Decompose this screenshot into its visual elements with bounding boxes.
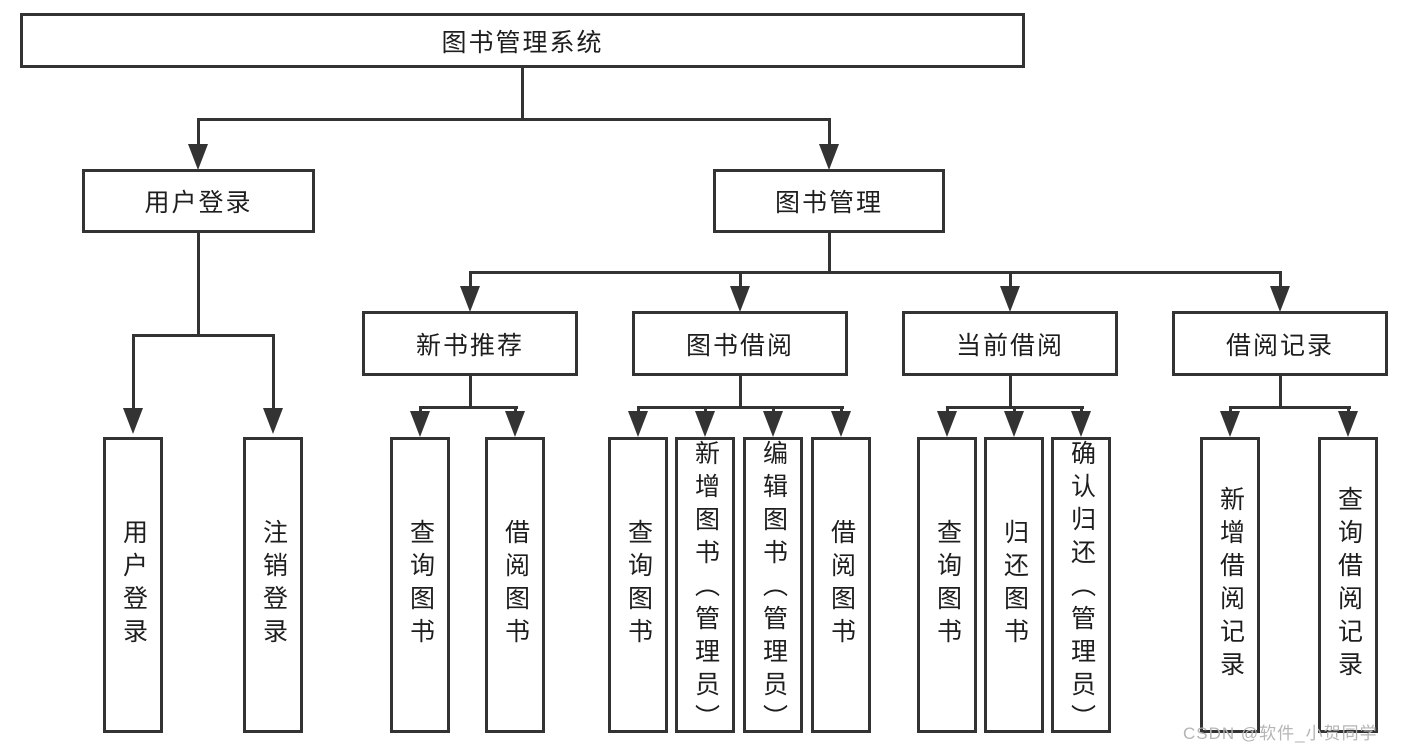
node-leaf-add-book-admin: 新增图书（管理员） [675, 437, 735, 737]
node-leaf-borrow-book-recommend: 借阅图书 [485, 437, 545, 733]
connector-line [1279, 271, 1282, 289]
arrowhead-down-icon [505, 411, 525, 437]
connector-line [197, 233, 200, 337]
node-user-login-label: 用户登录 [144, 189, 253, 217]
node-library-system: 图书管理系统 [20, 13, 1025, 68]
node-leaf-query-book-current: 查询图书 [917, 437, 977, 733]
node-new-book-recommend-label: 新书推荐 [415, 331, 524, 360]
node-leaf-return-book: 归还图书 [984, 437, 1044, 733]
connector-line [739, 376, 742, 409]
node-book-borrow-label: 图书借阅 [685, 331, 794, 360]
arrowhead-down-icon [763, 411, 783, 437]
arrowhead-down-icon [1071, 411, 1091, 437]
node-leaf-logout: 注销登录 [243, 437, 303, 733]
arrowhead-down-icon [1220, 411, 1240, 437]
node-leaf-borrow-book-recommend-label: 借阅图书 [501, 519, 530, 651]
csdn-watermark: CSDN @软件_小贺同学 [1183, 724, 1378, 743]
node-leaf-add-borrow-record-label: 新增借阅记录 [1216, 486, 1245, 684]
node-leaf-confirm-return-admin: 确认归还（管理员） [1051, 437, 1111, 737]
arrowhead-down-icon [819, 144, 839, 170]
arrowhead-down-icon [263, 408, 283, 434]
node-current-borrow: 当前借阅 [902, 311, 1118, 376]
node-leaf-query-book-borrow-label: 查询图书 [624, 519, 653, 651]
connector-line [469, 271, 1282, 274]
connector-line [197, 118, 200, 148]
arrowhead-down-icon [1338, 411, 1358, 437]
node-leaf-query-book-current-label: 查询图书 [933, 519, 962, 651]
node-leaf-confirm-return-admin-label: 确认归还（管理员） [1067, 440, 1096, 737]
node-library-system-label: 图书管理系统 [441, 28, 604, 57]
connector-line [419, 406, 518, 409]
arrowhead-down-icon [188, 144, 208, 170]
connector-line [739, 271, 742, 289]
node-leaf-borrow-book-label: 借阅图书 [827, 519, 856, 651]
node-leaf-logout-label: 注销登录 [259, 519, 288, 651]
connector-line [132, 334, 275, 337]
connector-line [828, 118, 831, 148]
arrowhead-down-icon [831, 411, 851, 437]
node-leaf-edit-book-admin-label: 编辑图书（管理员） [759, 440, 788, 737]
node-leaf-user-login-label: 用户登录 [119, 519, 148, 651]
node-leaf-query-book-recommend-label: 查询图书 [406, 519, 435, 651]
connector-line [1279, 376, 1282, 409]
node-borrow-records: 借阅记录 [1172, 311, 1388, 376]
connector-line [637, 406, 844, 409]
connector-line [828, 233, 831, 274]
node-leaf-add-borrow-record: 新增借阅记录 [1200, 437, 1260, 733]
connector-line [521, 68, 524, 120]
node-leaf-query-book-borrow: 查询图书 [608, 437, 668, 733]
connector-line [1009, 376, 1012, 409]
connector-line [469, 271, 472, 289]
node-leaf-return-book-label: 归还图书 [1000, 519, 1029, 651]
arrowhead-down-icon [1270, 286, 1290, 312]
node-leaf-edit-book-admin: 编辑图书（管理员） [743, 437, 803, 737]
arrowhead-down-icon [1000, 286, 1020, 312]
node-book-borrow: 图书借阅 [632, 311, 848, 376]
node-current-borrow-label: 当前借阅 [955, 331, 1064, 360]
arrowhead-down-icon [628, 411, 648, 437]
arrowhead-down-icon [730, 286, 750, 312]
node-leaf-query-borrow-record: 查询借阅记录 [1318, 437, 1378, 733]
node-leaf-borrow-book: 借阅图书 [811, 437, 871, 733]
node-leaf-query-borrow-record-label: 查询借阅记录 [1334, 486, 1363, 684]
node-leaf-add-book-admin-label: 新增图书（管理员） [691, 440, 720, 737]
connector-line [469, 376, 472, 409]
node-book-management-label: 图书管理 [774, 189, 883, 217]
arrowhead-down-icon [937, 411, 957, 437]
node-new-book-recommend: 新书推荐 [362, 311, 578, 376]
arrowhead-down-icon [1004, 411, 1024, 437]
arrowhead-down-icon [123, 408, 143, 434]
connector-line [197, 118, 831, 121]
node-borrow-records-label: 借阅记录 [1225, 331, 1334, 360]
arrowhead-down-icon [410, 411, 430, 437]
node-leaf-query-book-recommend: 查询图书 [390, 437, 450, 733]
node-leaf-user-login: 用户登录 [103, 437, 163, 733]
connector-line [1229, 406, 1351, 409]
connector-line [272, 334, 275, 414]
arrowhead-down-icon [695, 411, 715, 437]
node-user-login: 用户登录 [82, 169, 315, 233]
connector-line [132, 334, 135, 414]
node-book-management: 图书管理 [713, 169, 945, 233]
arrowhead-down-icon [460, 286, 480, 312]
connector-line [1009, 271, 1012, 289]
